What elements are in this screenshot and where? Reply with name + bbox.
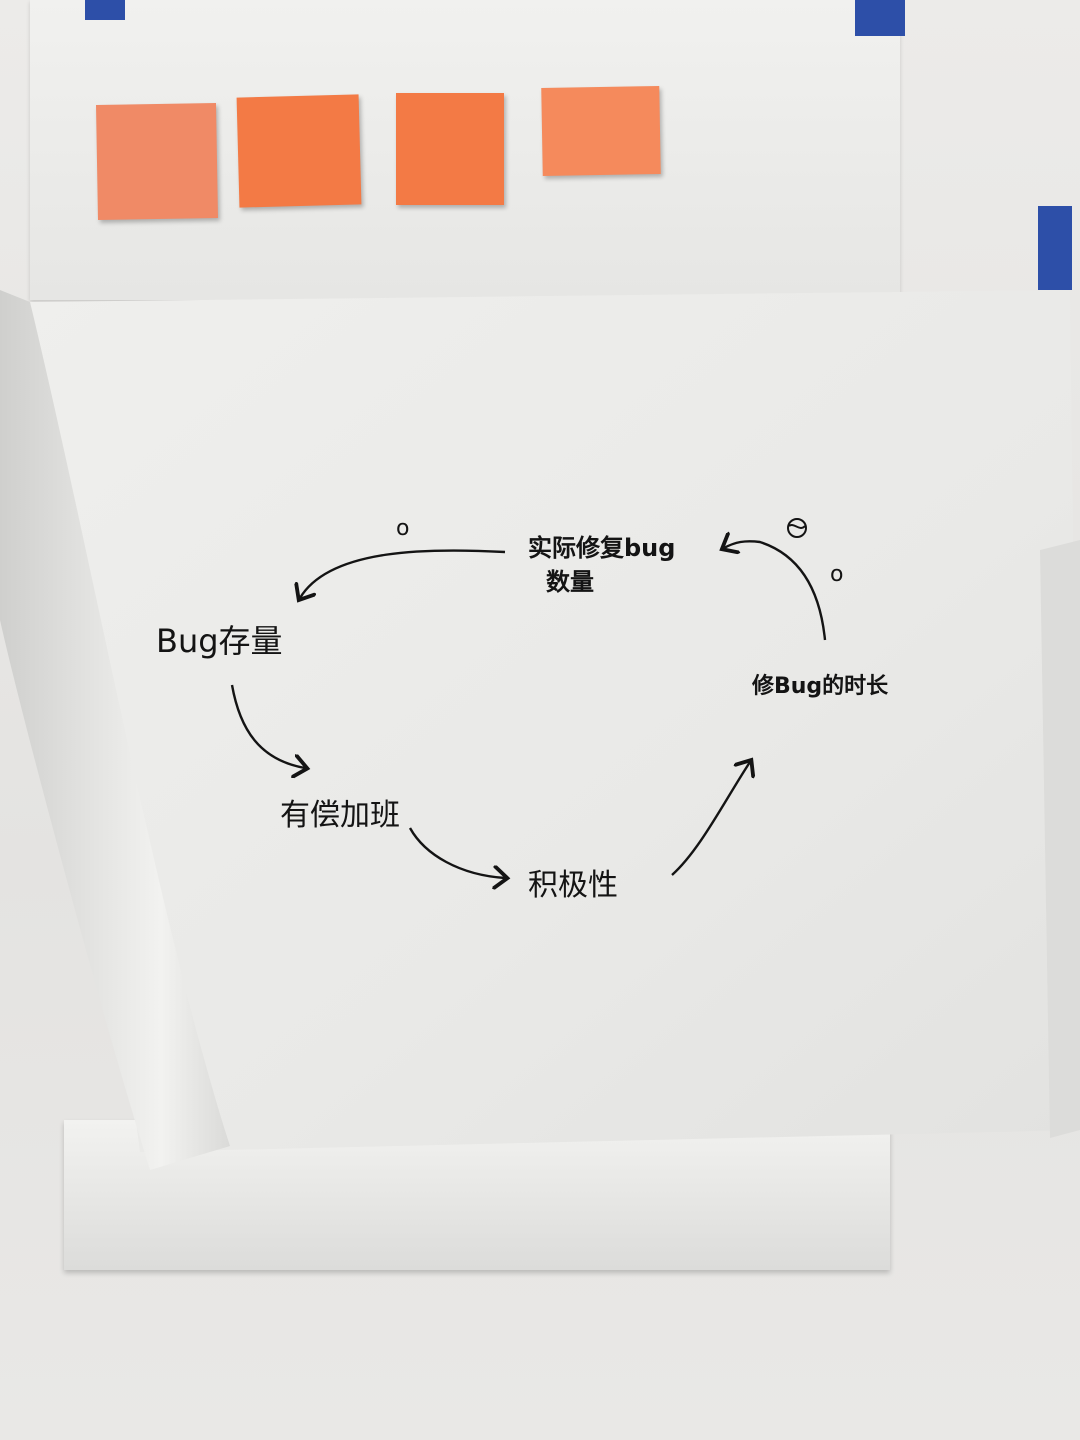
node-bug-stock: Bug存量 <box>156 622 283 660</box>
sticky-note-2 <box>236 94 362 208</box>
polarity-mark-fixed-to-stock: o <box>396 516 410 541</box>
polarity-mark-time-to-fixed: o <box>830 562 844 587</box>
sticky-note-3 <box>396 93 504 205</box>
node-actual-fixed-bugs-line2: 数量 <box>546 568 594 596</box>
scribble-mark <box>787 518 807 538</box>
node-motivation: 积极性 <box>528 868 618 903</box>
arrow-motivation-to-time <box>671 762 750 876</box>
left-curl <box>0 290 230 1170</box>
arrow-time-to-fixed <box>724 541 827 641</box>
blue-tape-top-right <box>855 0 905 36</box>
arrow-overtime-to-motivation <box>408 827 505 878</box>
arrow-stock-to-overtime <box>230 684 305 768</box>
blue-tape-top-left <box>85 0 125 20</box>
flipchart-sheet: 实际修复bug 数量 Bug存量 有偿加班 积极性 修Bug的时长 o o <box>0 290 1080 1170</box>
paper-surface <box>30 290 1080 1152</box>
causal-loop-diagram <box>0 290 1080 1170</box>
arrow-fixed-to-stock <box>300 549 506 598</box>
scribble-mark-fill <box>788 524 806 529</box>
right-curl <box>1040 540 1080 1138</box>
sticky-note-4 <box>541 85 661 177</box>
blue-tape-right <box>1038 206 1072 290</box>
node-bug-fix-duration: 修Bug的时长 <box>752 674 889 699</box>
sticky-note-1 <box>96 102 218 221</box>
node-actual-fixed-bugs: 实际修复bug <box>528 534 676 562</box>
node-paid-overtime: 有偿加班 <box>280 798 400 833</box>
